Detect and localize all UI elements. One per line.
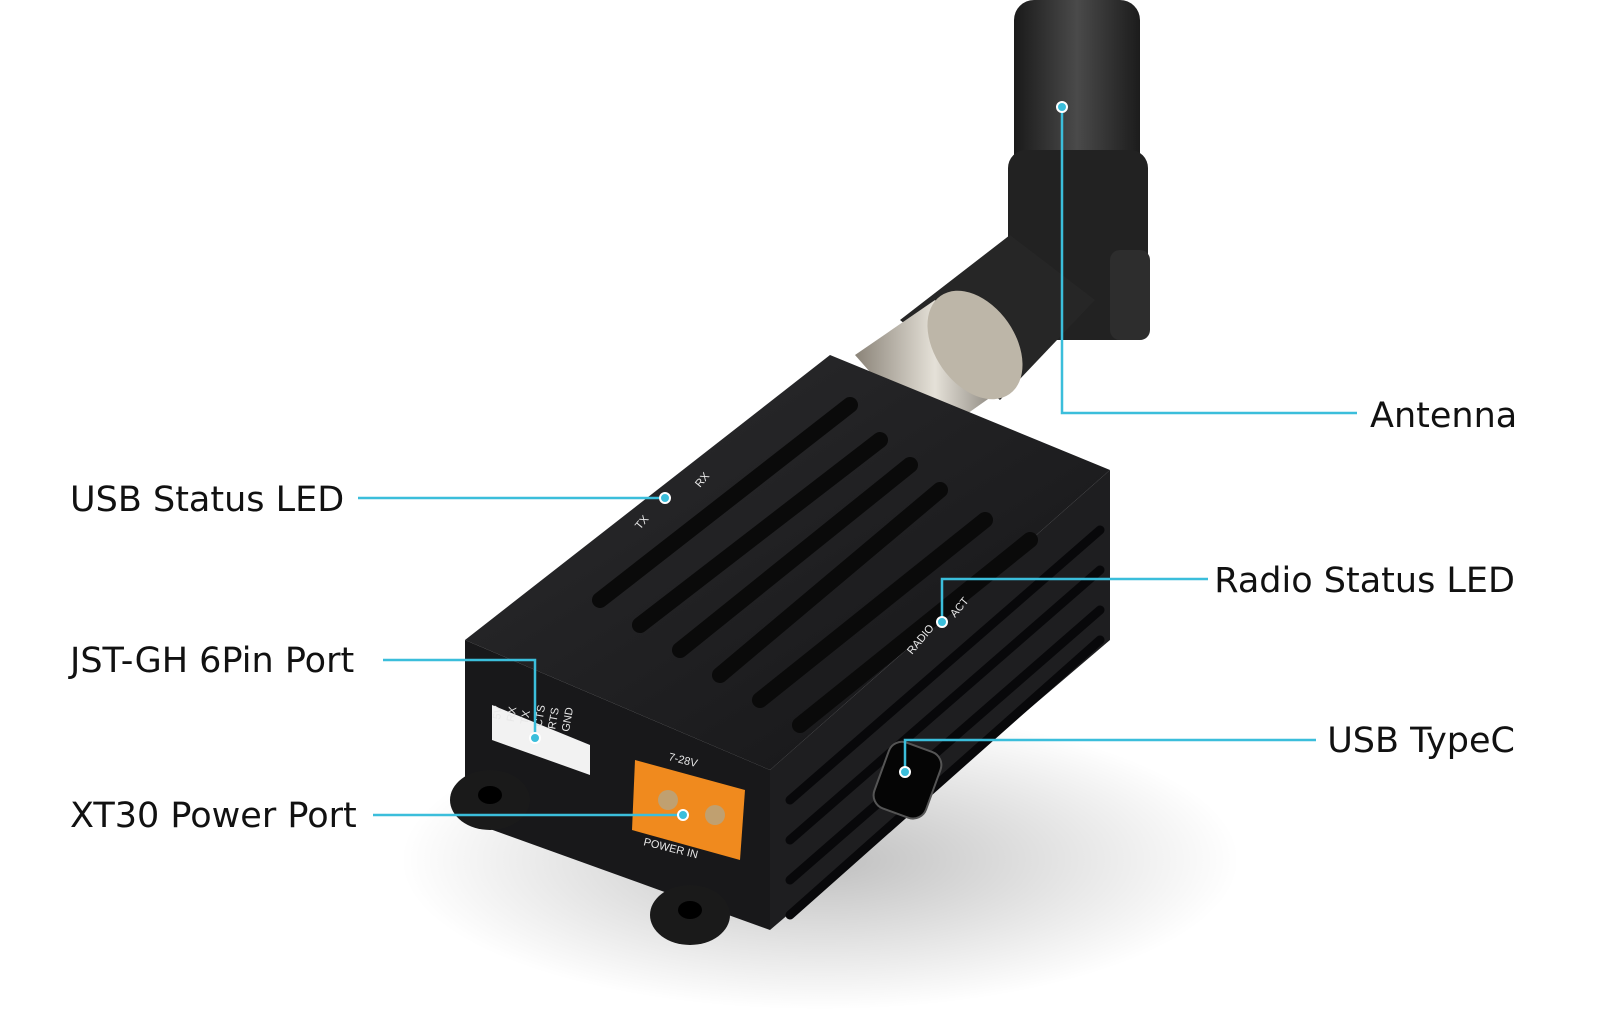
callout-usb-status-led: USB Status LED xyxy=(70,480,345,520)
radio-status-led-leader xyxy=(940,577,1208,622)
device-body: 5V RX TX CTS RTS GND 7-28V POWER IN RADI… xyxy=(450,355,1110,945)
callout-antenna: Antenna xyxy=(1370,396,1518,436)
callout-xt30-power-port: XT30 Power Port xyxy=(70,796,357,836)
pin-label: TX xyxy=(519,709,533,726)
callout-usb-typec: USB TypeC xyxy=(1327,721,1515,761)
callout-jst-gh-port: JST-GH 6Pin Port xyxy=(70,641,355,681)
pin-label: RX xyxy=(505,705,520,723)
usb-typec-leader xyxy=(903,738,1316,772)
callout-radio-status-led: Radio Status LED xyxy=(1214,561,1515,601)
leader-dots xyxy=(529,101,1068,821)
pin-label: RTS xyxy=(546,707,562,731)
leader-lines xyxy=(358,107,1357,817)
pin-label: CTS xyxy=(532,704,548,728)
antenna-leader xyxy=(1060,107,1357,415)
antenna-graphic xyxy=(855,0,1150,440)
pin-label: GND xyxy=(560,706,576,732)
jst-gh-leader xyxy=(383,658,537,738)
pin-label: 5V xyxy=(491,705,505,721)
